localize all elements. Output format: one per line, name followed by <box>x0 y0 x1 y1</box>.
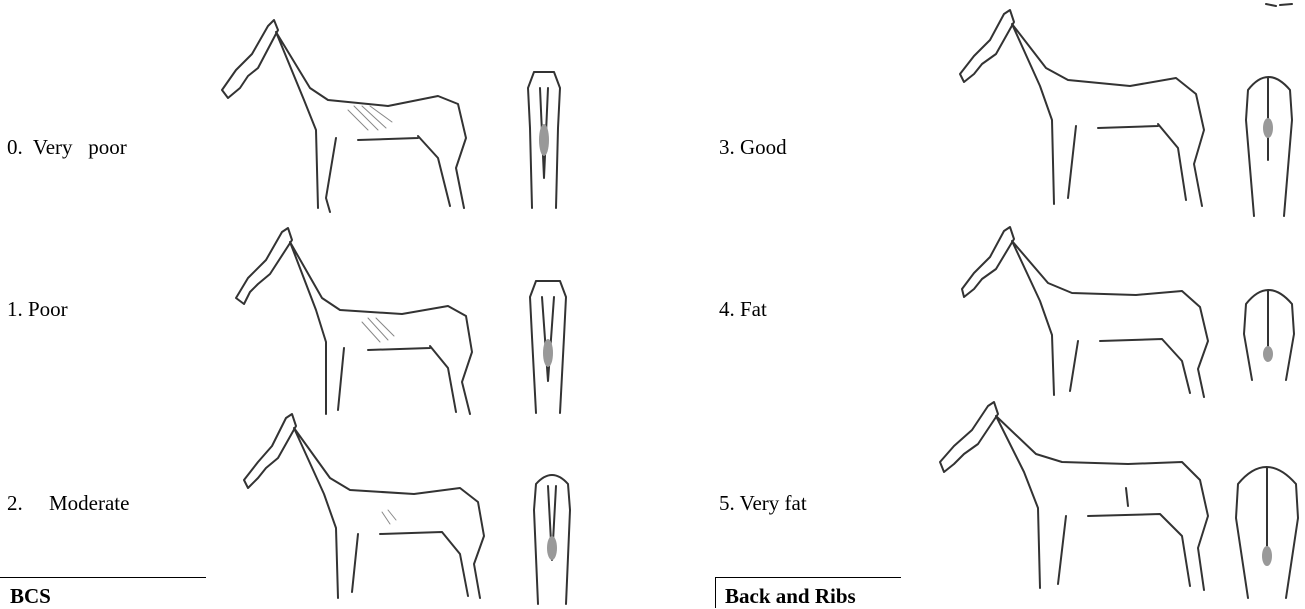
header-divider <box>715 577 716 608</box>
horse-side-illustration-5 <box>938 400 1230 598</box>
corner-mark <box>1262 0 1302 10</box>
horse-side-illustration-2 <box>240 412 510 608</box>
horse-rear-illustration-5 <box>1232 460 1302 602</box>
score-label-1: 1. Poor <box>7 297 68 322</box>
horse-rear-illustration-1 <box>520 277 576 419</box>
horse-side-illustration-3 <box>958 8 1228 220</box>
header-bcs: BCS <box>10 584 51 609</box>
horse-rear-illustration-3 <box>1238 70 1300 220</box>
horse-side-illustration-4 <box>960 225 1230 405</box>
header-rule-left <box>0 577 206 578</box>
score-label-0: 0. Very poor <box>7 135 127 160</box>
score-label-3: 3. Good <box>719 135 787 160</box>
horse-rear-illustration-0 <box>516 68 572 216</box>
score-label-5: 5. Very fat <box>719 491 807 516</box>
horse-side-illustration-1 <box>226 226 496 426</box>
score-label-2: 2. Moderate <box>7 491 129 516</box>
horse-rear-illustration-4 <box>1238 284 1300 384</box>
horse-rear-illustration-2 <box>524 470 580 608</box>
header-rule-right <box>715 577 901 578</box>
horse-side-illustration-0 <box>218 18 488 218</box>
header-back-ribs: Back and Ribs <box>725 584 856 609</box>
score-label-4: 4. Fat <box>719 297 767 322</box>
